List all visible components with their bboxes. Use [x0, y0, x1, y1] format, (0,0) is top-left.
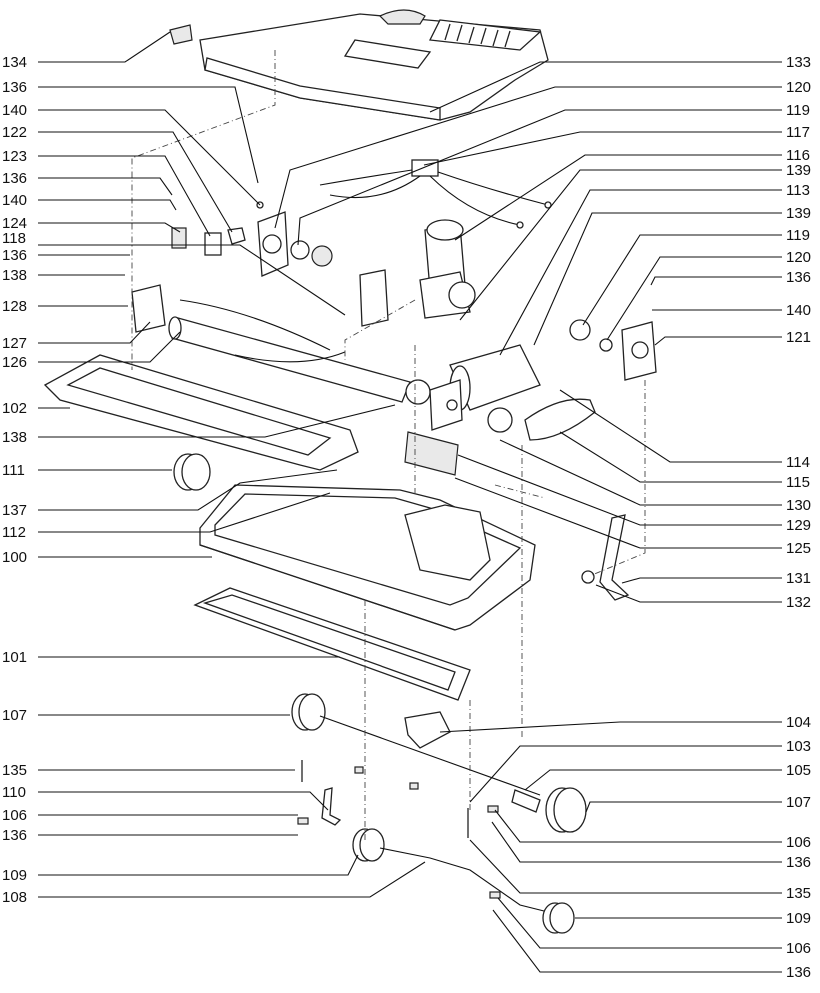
callout-124: 124: [2, 215, 27, 232]
callout-116: 116: [786, 147, 810, 164]
callout-labels-left: 134 136 140 122 123 136 140 124 118 136 …: [2, 54, 27, 906]
callout-139: 139: [786, 162, 811, 179]
motor: [429, 319, 657, 441]
callout-108: 108: [2, 889, 27, 906]
callout-136: 136: [2, 170, 27, 187]
bottom-plate: [193, 587, 471, 701]
callout-131: 131: [786, 570, 811, 587]
leader-lines-left: [38, 31, 426, 898]
callout-130: 130: [786, 497, 811, 514]
callout-119: 119: [786, 227, 810, 244]
callout-140: 140: [2, 192, 27, 209]
callout-136: 136: [786, 854, 811, 871]
callout-129: 129: [786, 517, 811, 534]
switch-parts: [171, 201, 264, 256]
callout-125: 125: [786, 540, 811, 557]
assembly-guide-lines: [131, 50, 646, 840]
callout-102: 102: [2, 400, 27, 417]
callout-135: 135: [2, 762, 27, 779]
callout-110: 110: [2, 784, 26, 801]
callout-118: 118: [2, 230, 26, 247]
callout-104: 104: [786, 714, 811, 731]
callout-136: 136: [786, 964, 811, 981]
callout-136: 136: [2, 827, 27, 844]
parts-drawing: [43, 9, 657, 934]
callout-117: 117: [786, 124, 810, 141]
callout-120: 120: [786, 249, 811, 266]
clip-134: [169, 24, 193, 45]
callout-labels-right: 133 120 119 117 116 139 113 139 119 120 …: [786, 54, 811, 981]
spring-132: [581, 570, 595, 584]
callout-114: 114: [786, 454, 810, 471]
callout-122: 122: [2, 124, 27, 141]
callout-137: 137: [2, 502, 27, 519]
callout-136: 136: [786, 269, 811, 286]
callout-109: 109: [2, 867, 27, 884]
brush-roll: [131, 284, 431, 405]
callout-119: 119: [786, 102, 810, 119]
callout-127: 127: [2, 335, 27, 352]
callout-123: 123: [2, 148, 27, 165]
callout-103: 103: [786, 738, 811, 755]
callout-139: 139: [786, 205, 811, 222]
leader-lines-right: [274, 61, 782, 973]
callout-138: 138: [2, 429, 27, 446]
callout-135: 135: [786, 885, 811, 902]
callout-105: 105: [786, 762, 811, 779]
callout-107: 107: [786, 794, 811, 811]
callout-120: 120: [786, 79, 811, 96]
callout-140: 140: [786, 302, 811, 319]
callout-140: 140: [2, 102, 27, 119]
bumper: [43, 354, 359, 471]
end-plate-left: [257, 211, 333, 277]
callout-136: 136: [2, 247, 27, 264]
callout-128: 128: [2, 298, 27, 315]
callout-107: 107: [2, 707, 27, 724]
callout-106: 106: [2, 807, 27, 824]
callout-113: 113: [786, 182, 810, 199]
callout-138: 138: [2, 267, 27, 284]
callout-126: 126: [2, 354, 27, 371]
circuit-board: [404, 431, 459, 476]
base-housing: [199, 484, 536, 631]
wheel-111: [173, 453, 211, 491]
callout-101: 101: [2, 649, 27, 666]
callout-109: 109: [786, 910, 811, 927]
callout-132: 132: [786, 594, 811, 611]
callout-134: 134: [2, 54, 27, 71]
fan-housing: [359, 219, 476, 327]
lever: [599, 514, 630, 601]
callout-106: 106: [786, 940, 811, 957]
callout-112: 112: [2, 524, 26, 541]
callout-115: 115: [786, 474, 810, 491]
wiring-harness: [319, 159, 552, 229]
callout-133: 133: [786, 54, 811, 71]
callout-121: 121: [786, 329, 811, 346]
callout-106: 106: [786, 834, 811, 851]
wheels-and-axle: [291, 693, 587, 934]
callout-111: 111: [2, 462, 25, 479]
hood-cover: [199, 9, 549, 121]
callout-100: 100: [2, 549, 27, 566]
callout-136: 136: [2, 79, 27, 96]
